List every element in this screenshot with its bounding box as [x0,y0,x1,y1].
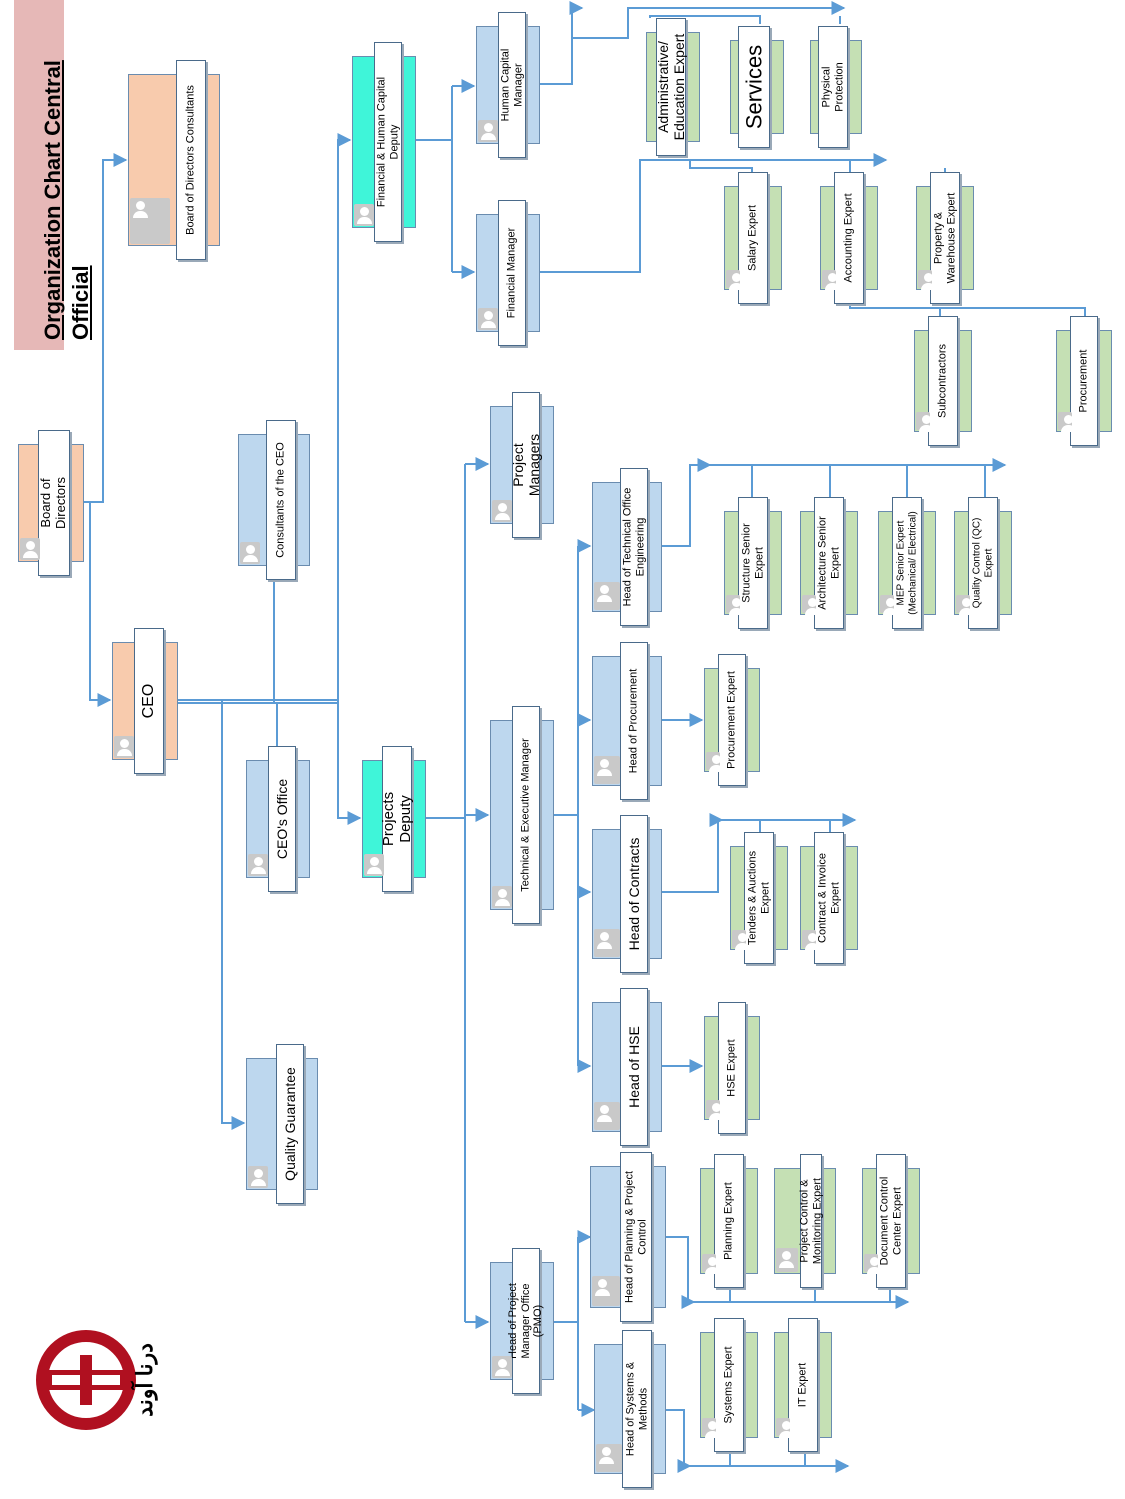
person-placeholder-icon [726,595,744,615]
person-placeholder-icon [1058,412,1076,432]
node-planning-expert: Planning Expert [700,1154,758,1288]
node-mep-expert: MEP Senior Expert (Mechanical/ Electrica… [878,497,936,629]
person-placeholder-icon [864,1254,882,1274]
node-projects-deputy: Projects Deputy [362,746,426,892]
node-project-control-expert: Project Control & Monitoring Expert [774,1154,836,1288]
node-pmo: Head of Project Manager Office (PMO) [490,1248,554,1394]
person-placeholder-icon [776,1418,794,1438]
person-placeholder-icon [594,1102,620,1130]
node-accounting-expert: Accounting Expert [820,172,878,304]
node-board-of-directors: Board of Directors [18,430,84,576]
person-placeholder-icon [596,1444,622,1472]
person-placeholder-icon [592,1276,620,1306]
node-procurement-expert: Procurement Expert [704,654,760,786]
person-placeholder-icon [802,930,820,950]
node-subcontractors: Subcontractors [914,316,972,446]
person-placeholder-icon [478,120,498,142]
node-systems-expert: Systems Expert [700,1318,758,1452]
node-admin-education-expert: Administrative/ Education Expert [646,18,700,156]
person-placeholder-icon [918,270,936,290]
node-head-procurement: Head of Procurement [592,642,662,800]
node-tech-exec-manager: Technical & Executive Manager [490,706,554,924]
node-financial-manager: Financial Manager [476,200,540,346]
person-placeholder-icon [880,595,898,615]
node-contract-invoice-expert: Contract & Invoice Expert [800,832,858,964]
person-placeholder-icon [956,595,974,615]
node-services: Services [730,26,784,148]
person-placeholder-icon [594,582,620,610]
person-placeholder-icon [594,756,620,784]
node-tenders-expert: Tenders & Auctions Expert [730,832,788,964]
person-placeholder-icon [916,412,934,432]
node-consultants-ceo: Consultants of the CEO [238,420,310,580]
person-placeholder-icon [594,929,620,957]
node-head-hse: Head of HSE [592,988,662,1146]
person-placeholder-icon [20,538,40,560]
node-head-planning: Head of Planning & Project Control [590,1152,666,1322]
person-placeholder-icon [776,1248,798,1272]
person-placeholder-icon [354,204,374,226]
node-hse-expert: HSE Expert [704,1002,760,1134]
node-ceo: CEO [112,628,178,774]
person-placeholder-icon [706,1100,724,1120]
node-financial-hc-deputy: Financial & Human Capital Deputy [352,42,416,242]
person-placeholder-icon [478,308,498,330]
node-head-contracts: Head of Contracts [592,815,662,973]
node-quality-guarantee: Quality Guarantee [246,1044,318,1204]
company-logo-text: درنا آوند [132,1343,157,1417]
node-it-expert: IT Expert [774,1318,832,1452]
person-placeholder-icon [114,736,134,758]
title-banner [14,0,64,350]
person-placeholder-icon [248,854,268,876]
node-physical-protection: Physical Protection [810,26,862,148]
node-procurement: Procurement [1056,316,1112,446]
node-human-capital-manager: Human Capital Manager [476,12,540,158]
person-placeholder-icon [706,752,724,772]
person-placeholder-icon [702,1418,720,1438]
node-ceo-office: CEO's Office [246,746,310,892]
person-placeholder-icon [240,542,260,564]
node-document-control-expert: Document Control Center Expert [862,1154,920,1288]
node-board-consultants: Board of Directors Consultants [128,60,220,260]
person-placeholder-icon [822,270,840,290]
node-project-managers: Project Managers [490,392,554,538]
node-structure-expert: Structure Senior Expert [724,497,782,629]
person-placeholder-icon [702,1254,720,1274]
person-placeholder-icon [248,1166,268,1188]
person-placeholder-icon [492,500,512,522]
node-head-systems: Head of Systems & Methods [594,1330,666,1488]
person-placeholder-icon [732,930,750,950]
person-placeholder-icon [726,270,744,290]
person-placeholder-icon [802,595,820,615]
person-placeholder-icon [364,854,384,876]
node-salary-expert: Salary Expert [724,172,782,304]
company-logo-icon [36,1330,136,1430]
node-qc-expert: Quality Control (QC) Expert [954,497,1012,629]
node-property-warehouse-expert: Property & Warehouse Expert [916,172,974,304]
node-architecture-expert: Architecture Senior Expert [800,497,858,629]
node-head-tech-office: Head of Technical Office Engineering [592,468,662,626]
person-placeholder-icon [492,1356,512,1378]
person-placeholder-icon [492,886,512,908]
person-placeholder-icon [130,198,170,244]
